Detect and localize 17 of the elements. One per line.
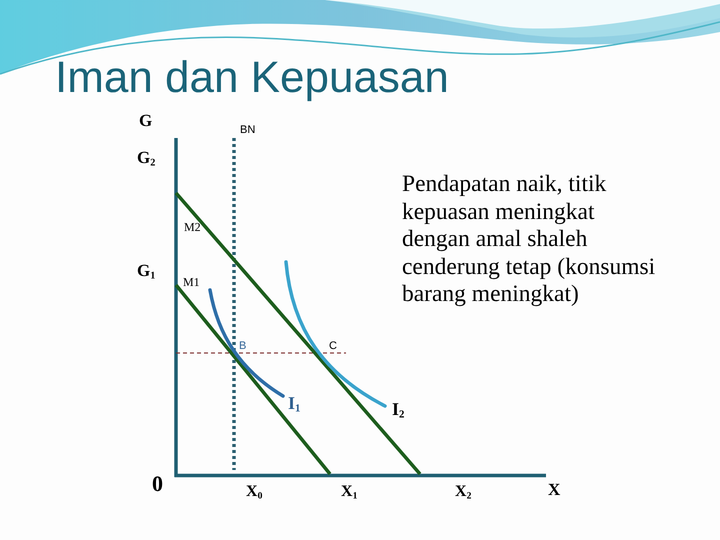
line-label: M1 — [183, 276, 200, 288]
line-label: M2 — [184, 221, 201, 233]
axis-tick-label: X$_{0}$ — [246, 484, 262, 500]
axis-label: X — [548, 481, 560, 498]
line-label: BN — [240, 125, 256, 136]
point-label: C — [329, 341, 337, 352]
note-text: Pendapatan naik, titik kepuasan meningkat dengan amal shaleh cenderung tetap (konsumsi barang meningkat) — [402, 171, 656, 308]
slide-title: Iman dan Kepuasan — [55, 56, 449, 100]
axis-tick-label: X$_{1}$ — [341, 484, 358, 500]
axis-tick-label: G$_{1}$ — [137, 262, 156, 279]
origin-label: 0 — [152, 473, 163, 495]
axis-label: G — [139, 112, 152, 129]
axis-tick-label: X$_{2}$ — [455, 484, 472, 500]
curve-label: I$_{1}$ — [288, 394, 300, 412]
curve-label: I$_{2}$ — [392, 400, 404, 418]
axis-tick-label: G$_{2}$ — [137, 149, 156, 166]
point-label: B — [239, 341, 246, 352]
